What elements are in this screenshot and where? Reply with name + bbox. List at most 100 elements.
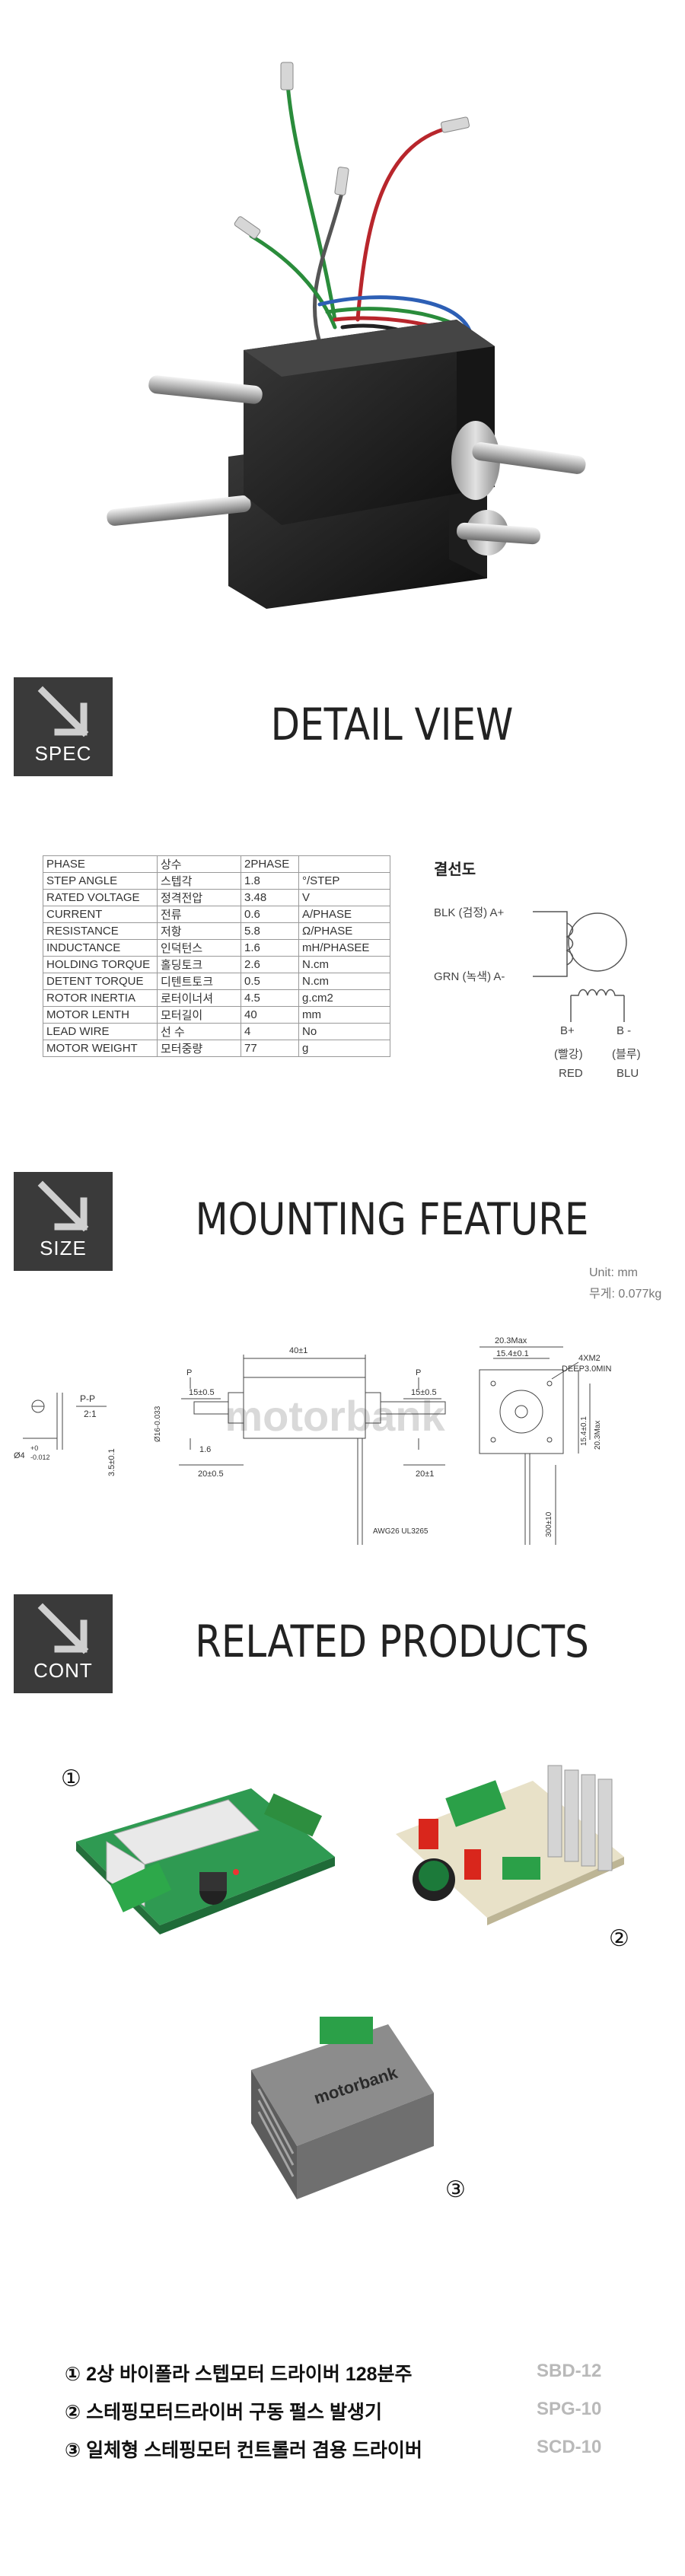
spec-cell: mm [298, 1006, 390, 1024]
spec-cell: 2.6 [241, 956, 299, 973]
wiring-diagram: 결선도 BLK (검정) A+ GRN (녹색) A- B+ B - (빨강) … [411, 851, 670, 1080]
spec-cell: Ω/PHASE [298, 922, 390, 940]
wiring-title: 결선도 [434, 861, 476, 878]
spec-cell: mH/PHASEE [298, 939, 390, 957]
spec-cell: 정격전압 [157, 889, 241, 906]
spec-cell: 5.8 [241, 922, 299, 940]
product-name-3: ③ 일체형 스테핑모터 컨트롤러 겸용 드라이버 [65, 2440, 422, 2461]
product-number-2: ② [609, 1926, 629, 1951]
spec-cell: A/PHASE [298, 906, 390, 923]
dim-p-left: P [186, 1368, 192, 1377]
wire-b-plus-en: RED [559, 1067, 583, 1080]
dim-wire: AWG26 UL3265 [373, 1527, 429, 1536]
spec-cell: HOLDING TORQUE [43, 956, 158, 973]
dim-body40: 40±1 [289, 1346, 307, 1355]
wire-b-minus-en: BLU [616, 1067, 639, 1080]
related-products-title: RELATED PRODUCTS [195, 1616, 589, 1667]
spec-cell: °/STEP [298, 872, 390, 890]
dim-len15: 15±0.5 [189, 1388, 215, 1397]
watermark: motorbank [225, 1392, 445, 1440]
arrow-down-right-icon [37, 1180, 89, 1232]
spec-cell: 스텝각 [157, 872, 241, 890]
product-row-1[interactable]: ① 2상 바이폴라 스텝모터 드라이버 128분주 SBD-12 [65, 2359, 658, 2390]
mounting-feature-title: MOUNTING FEATURE [195, 1193, 589, 1245]
spec-cell: MOTOR LENTH [43, 1006, 158, 1024]
dim-pitch154v: 15.4±0.1 [580, 1416, 588, 1446]
product-code-3: SCD-10 [537, 2437, 602, 2457]
wire-b-minus-color: (블루) [612, 1048, 641, 1061]
wire-b-plus: B+ [560, 1024, 575, 1037]
cont-badge-label: CONT [33, 1659, 93, 1682]
spec-cell: DETENT TORQUE [43, 973, 158, 990]
dim-shaft-dia: Ø4 [14, 1451, 25, 1460]
mounting-drawing: motorbank P-P 2:1 Ø4 +0 -0.012 3.5±0.1 [0, 1317, 685, 1575]
product-row-2[interactable]: ② 스테핑모터드라이버 구동 펄스 발생기 SPG-10 [65, 2397, 658, 2428]
detail-view-title: DETAIL VIEW [270, 699, 514, 750]
product-number-1: ① [61, 1766, 81, 1791]
dim-len20b: 20±1 [416, 1469, 434, 1479]
spec-cell: 0.5 [241, 973, 299, 990]
spec-cell: RATED VOLTAGE [43, 889, 158, 906]
spec-cell: PHASE [43, 855, 158, 873]
product-image-2[interactable]: ② [381, 1743, 639, 1963]
spec-cell: 1.8 [241, 872, 299, 890]
product-code-2: SPG-10 [537, 2399, 602, 2419]
spec-cell: 0.6 [241, 906, 299, 923]
wire-b-minus: B - [616, 1024, 632, 1037]
spec-cell: 홀딩토크 [157, 956, 241, 973]
product-number-3: ③ [445, 2177, 466, 2202]
spec-cell: 4 [241, 1023, 299, 1040]
spec-cell: RESISTANCE [43, 922, 158, 940]
dim-len20: 20±0.5 [198, 1469, 224, 1479]
dim-len16: 1.6 [199, 1445, 211, 1454]
spec-cell: 2PHASE [241, 855, 299, 873]
product-image-1[interactable]: ① [61, 1758, 350, 1948]
spec-cell: 모터중량 [157, 1040, 241, 1057]
spec-cell: 4.5 [241, 989, 299, 1007]
spec-cell: 디텐트토크 [157, 973, 241, 990]
dim-pp: P-P [80, 1393, 95, 1404]
product-row-3[interactable]: ③ 일체형 스테핑모터 컨트롤러 겸용 드라이버 SCD-10 [65, 2435, 658, 2466]
size-badge: SIZE [14, 1172, 113, 1271]
section-header-spec: SPEC DETAIL VIEW [0, 677, 685, 784]
stepper-motor-photo [0, 0, 685, 647]
dim-pitch154: 15.4±0.1 [496, 1349, 529, 1358]
spec-cell: CURRENT [43, 906, 158, 923]
size-badge-label: SIZE [40, 1237, 87, 1259]
product-name-2: ② 스테핑모터드라이버 구동 펄스 발생기 [65, 2402, 382, 2423]
spec-cell: 1.6 [241, 939, 299, 957]
dim-p-right: P [416, 1368, 421, 1377]
spec-cell: 3.48 [241, 889, 299, 906]
dim-max203v: 20.3Max [594, 1421, 602, 1450]
section-header-cont: CONT RELATED PRODUCTS [0, 1594, 685, 1701]
spec-cell: No [298, 1023, 390, 1040]
dim-flat: 3.5±0.1 [107, 1448, 116, 1476]
arrow-down-right-icon [37, 686, 89, 737]
spec-cell: 로터이너셔 [157, 989, 241, 1007]
spec-cell: INDUCTANCE [43, 939, 158, 957]
wire-b-plus-color: (빨강) [554, 1048, 583, 1061]
coil-schematic [533, 911, 627, 1022]
spec-cell: g [298, 1040, 390, 1057]
spec-cell: 상수 [157, 855, 241, 873]
product-code-1: SBD-12 [537, 2361, 602, 2381]
spec-cell: STEP ANGLE [43, 872, 158, 890]
spec-cell: ROTOR INERTIA [43, 989, 158, 1007]
product-name-1: ① 2상 바이폴라 스텝모터 드라이버 128분주 [65, 2364, 413, 2385]
product-image-3[interactable]: motorbank ③ [236, 1994, 487, 2215]
dim-lead300: 300±10 [545, 1511, 553, 1537]
spec-cell: 선 수 [157, 1023, 241, 1040]
spec-cell: LEAD WIRE [43, 1023, 158, 1040]
spec-cell: 77 [241, 1040, 299, 1057]
